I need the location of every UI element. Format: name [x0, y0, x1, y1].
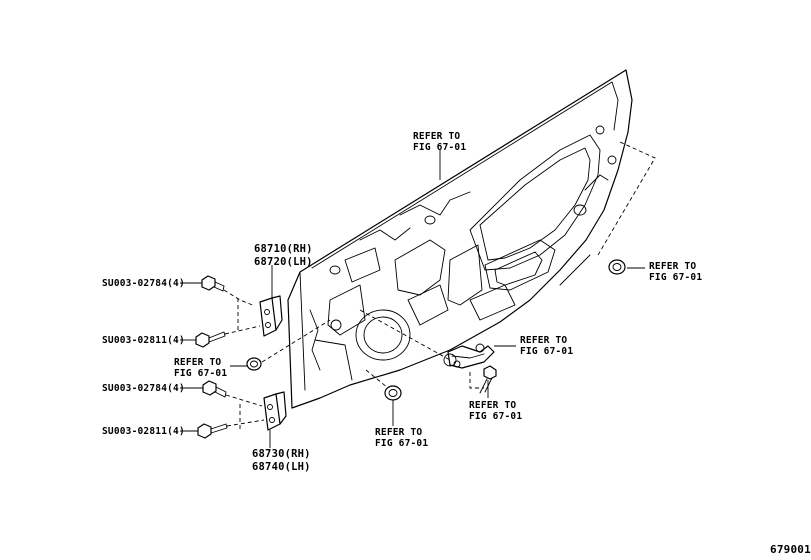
bolt-upper-2	[195, 331, 226, 348]
refer-text: REFER TO	[469, 400, 517, 411]
lower-hinge-part-number: 68730(RH) 68740(LH)	[252, 448, 311, 474]
bolt-upper-1	[201, 275, 225, 292]
fig-text: FIG 67-01	[174, 368, 228, 379]
fig-text: FIG 67-01	[649, 272, 703, 283]
door-check	[447, 343, 495, 369]
refer-label-panel: REFER TO FIG 67-01	[413, 131, 466, 153]
grommet-right	[608, 259, 626, 275]
rh-part-number: 68730(RH)	[252, 448, 311, 460]
bolt-lower-2	[197, 423, 228, 439]
refer-text: REFER TO	[174, 357, 222, 368]
bolt-part-number-1: SU003-02784(4)	[102, 278, 185, 289]
lower-hinge	[263, 391, 287, 431]
refer-label-plug-bottom: REFER TO FIG 67-01	[375, 427, 428, 449]
upper-hinge	[259, 295, 283, 337]
bolt-part-number-4: SU003-02811(4)	[102, 426, 185, 437]
upper-hinge-part-number: 68710(RH) 68720(LH)	[254, 243, 313, 269]
rh-part-number: 68710(RH)	[254, 243, 313, 255]
plug-bottom	[384, 385, 402, 401]
figure-id: 679001	[770, 543, 811, 556]
fig-text: FIG 67-01	[413, 142, 467, 153]
refer-label-plug-left: REFER TO FIG 67-01	[174, 357, 227, 379]
check-bolt	[479, 365, 497, 394]
fig-text: FIG 67-01	[469, 411, 523, 422]
refer-text: REFER TO	[520, 335, 568, 346]
refer-text: REFER TO	[413, 131, 461, 142]
bolt-part-number-3: SU003-02784(4)	[102, 383, 185, 394]
refer-label-grommet: REFER TO FIG 67-01	[649, 261, 702, 283]
bolt-lower-1	[202, 380, 227, 398]
door-panel	[287, 69, 633, 409]
refer-text: REFER TO	[649, 261, 697, 272]
lh-part-number: 68740(LH)	[252, 461, 311, 473]
lh-part-number: 68720(LH)	[254, 256, 313, 268]
plug-left	[246, 357, 262, 371]
fig-text: FIG 67-01	[520, 346, 574, 357]
bolt-part-number-2: SU003-02811(4)	[102, 335, 185, 346]
refer-label-check-upper: REFER TO FIG 67-01	[520, 335, 573, 357]
refer-text: REFER TO	[375, 427, 423, 438]
refer-label-check-lower: REFER TO FIG 67-01	[469, 400, 522, 422]
fig-text: FIG 67-01	[375, 438, 429, 449]
